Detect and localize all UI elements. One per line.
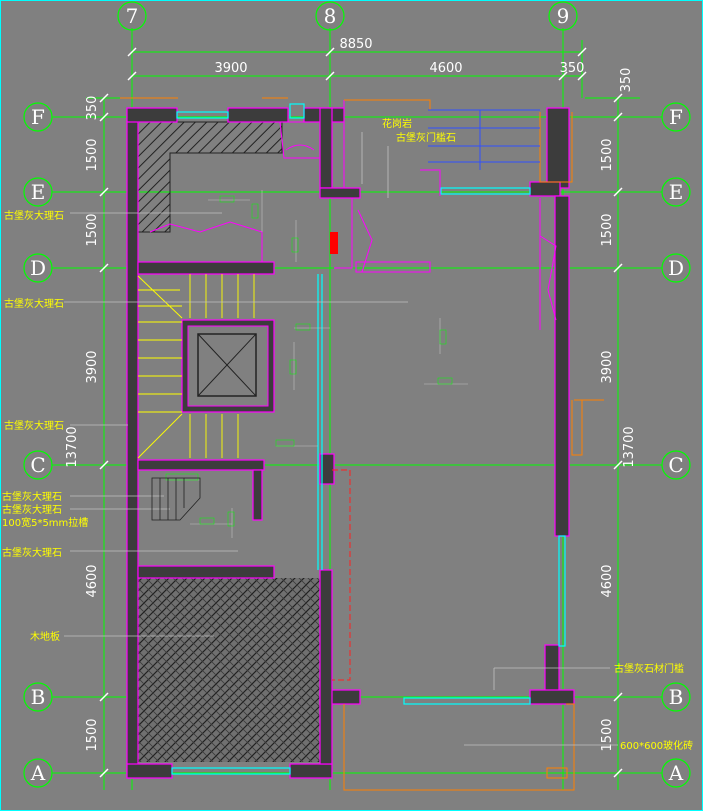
- col-label-8: 8: [324, 4, 337, 28]
- row-label-F-left: F: [31, 105, 45, 129]
- dim-4600: 4600: [429, 61, 462, 76]
- dim-right-total: 13700: [622, 426, 637, 467]
- annotation-wood-floor: 木地板: [30, 630, 60, 643]
- row-label-A-right: A: [668, 761, 684, 785]
- tiny-labels: [165, 195, 453, 527]
- dim-left-seg-5: 1500: [85, 718, 100, 751]
- red-dashed-lines: [332, 469, 351, 681]
- windows: [171, 103, 566, 775]
- stairs: [137, 274, 255, 459]
- row-label-B-right: B: [669, 685, 684, 709]
- annotation-marble-3: 古堡灰大理石: [4, 419, 64, 432]
- dim-left-seg-2: 1500: [85, 213, 100, 246]
- col-label-7: 7: [126, 4, 139, 28]
- dim-left-seg-3: 3900: [85, 350, 100, 383]
- dim-right-350: 350: [619, 68, 634, 93]
- dim-right-seg-2: 1500: [600, 213, 615, 246]
- row-label-C-right: C: [668, 453, 683, 477]
- col-label-9: 9: [557, 4, 570, 28]
- row-label-C-left: C: [30, 453, 45, 477]
- dim-left-seg-1: 1500: [85, 138, 100, 171]
- annotation-marble-1: 古堡灰大理石: [4, 209, 64, 222]
- dim-total-width: 8850: [339, 37, 372, 52]
- furniture-outlines: [149, 100, 557, 330]
- leader-lines: [64, 132, 618, 746]
- dim-350: 350: [560, 61, 585, 76]
- annotation-tile: 600*600玻化砖: [620, 739, 693, 752]
- dimension-text: 8850 3900 4600 350 350 350 13700 13700 1…: [65, 37, 637, 752]
- annotation-marble-2: 古堡灰大理石: [4, 297, 64, 310]
- annotation-granite: 花岗岩: [382, 117, 412, 130]
- grid-bubble-labels: 7 8 9 F E D C B A F E D C B A: [30, 4, 684, 785]
- grid-bubbles: [23, 1, 691, 788]
- dim-right-seg-5: 1500: [600, 718, 615, 751]
- row-label-D-right: D: [668, 256, 684, 280]
- dim-left-seg-4: 4600: [85, 564, 100, 597]
- annotation-groove: 100宽5*5mm拉槽: [2, 516, 88, 529]
- dim-left-350: 350: [85, 96, 100, 121]
- dim-right-seg-3: 3900: [600, 350, 615, 383]
- annotation-threshold-stone: 古堡灰门槛石: [396, 131, 456, 144]
- orange-outlines: [120, 97, 604, 791]
- annotation-stone-threshold: 古堡灰石材门槛: [614, 662, 684, 675]
- dim-right-seg-4: 4600: [600, 564, 615, 597]
- annotation-marble-5: 古堡灰大理石: [2, 503, 62, 516]
- annotation-marble-6: 古堡灰大理石: [2, 546, 62, 559]
- row-label-B-left: B: [31, 685, 46, 709]
- dim-right-seg-1: 1500: [600, 138, 615, 171]
- row-label-F-right: F: [669, 105, 683, 129]
- wood-floor-area: [138, 578, 320, 762]
- annotation-marble-4: 古堡灰大理石: [2, 490, 62, 503]
- dim-left-total: 13700: [65, 426, 80, 467]
- elevator-core: [187, 325, 269, 407]
- dim-3900: 3900: [214, 61, 247, 76]
- row-label-A-left: A: [30, 761, 46, 785]
- row-label-D-left: D: [30, 256, 46, 280]
- blue-lines: [428, 109, 540, 170]
- dimension-ticks: [99, 47, 623, 778]
- row-label-E-left: E: [31, 180, 46, 204]
- row-label-E-right: E: [669, 180, 684, 204]
- red-fixture: [330, 232, 338, 254]
- stair-small: [151, 477, 201, 521]
- hatched-marble-area: [137, 121, 283, 233]
- annotations: 花岗岩 古堡灰门槛石 古堡灰大理石 古堡灰大理石 古堡灰大理石 古堡灰大理石 古…: [2, 117, 693, 752]
